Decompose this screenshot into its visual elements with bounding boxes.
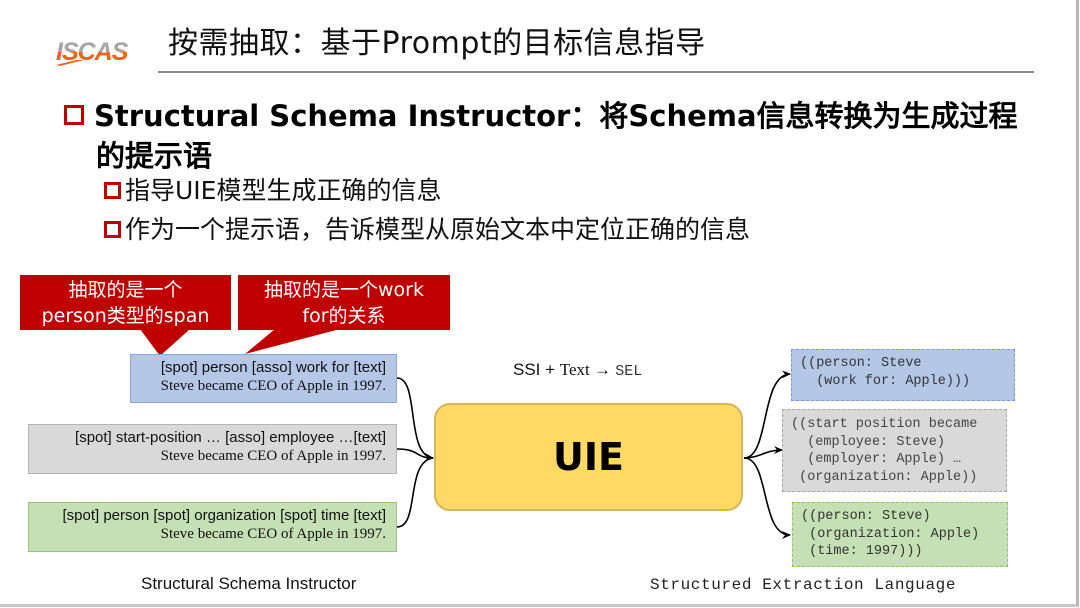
- sub-bullet-text: 作为一个提示语，告诉模型从原始文本中定位正确的信息: [125, 215, 751, 244]
- title-divider: [158, 71, 1034, 73]
- main-bullet-text: Structural Schema Instructor：将Schema信息转换…: [94, 99, 1018, 133]
- square-bullet-icon: [64, 105, 84, 125]
- main-bullet-continuation: 的提示语: [96, 139, 213, 173]
- callout-person-span: 抽取的是一个 person类型的span: [20, 275, 231, 330]
- ssi-text: Steve became CEO of Apple in 1997.: [160, 448, 386, 464]
- callout-line: 抽取的是一个: [68, 279, 183, 301]
- ssi-schema: [spot] person [spot] organization [spot]…: [62, 507, 386, 524]
- uie-model-box: UIE: [434, 403, 743, 511]
- ssi-box-relation: [spot] person [asso] work for [text] Ste…: [130, 354, 397, 403]
- sub-bullet: 指导UIE模型生成正确的信息: [104, 174, 441, 208]
- ssi-caption: Structural Schema Instructor: [141, 574, 357, 593]
- iscas-logo: ISCAS ISCAS: [56, 38, 130, 66]
- sel-box-event: ((start position became (employee: Steve…: [782, 409, 1007, 492]
- ssi-box-entity: [spot] person [spot] organization [spot]…: [28, 502, 397, 552]
- formula-label: SSI + Text → SEL: [513, 360, 642, 380]
- formula-text: Text →: [559, 360, 616, 379]
- sel-box-relation: ((person: Steve (work for: Apple))): [791, 349, 1015, 401]
- formula-ssi: SSI +: [513, 360, 560, 379]
- svg-text:ISCAS: ISCAS: [56, 38, 129, 66]
- ssi-text: Steve became CEO of Apple in 1997.: [160, 378, 386, 394]
- sub-bullet-text: 指导UIE模型生成正确的信息: [125, 176, 442, 205]
- main-bullet: Structural Schema Instructor：将Schema信息转换…: [64, 96, 1018, 136]
- callout-line: for的关系: [302, 305, 386, 327]
- ssi-schema: [spot] start-position … [asso] employee …: [75, 429, 386, 446]
- svg-text:ISCAS: ISCAS: [56, 38, 129, 66]
- page-title: 按需抽取：基于Prompt的目标信息指导: [168, 26, 706, 61]
- sel-caption: Structured Extraction Language: [650, 576, 957, 594]
- uie-label: UIE: [553, 435, 624, 479]
- sel-box-entity: ((person: Steve) (organization: Apple) (…: [792, 502, 1008, 567]
- ssi-text: Steve became CEO of Apple in 1997.: [160, 526, 386, 542]
- ssi-schema: [spot] person [asso] work for [text]: [160, 359, 386, 376]
- callout-work-for-relation: 抽取的是一个work for的关系: [238, 275, 450, 330]
- formula-sel: SEL: [615, 363, 643, 380]
- square-bullet-icon: [104, 182, 121, 199]
- callout-line: person类型的span: [41, 305, 210, 327]
- ssi-box-event: [spot] start-position … [asso] employee …: [28, 424, 397, 474]
- callout-line: 抽取的是一个work: [264, 279, 424, 301]
- square-bullet-icon: [104, 221, 121, 238]
- sub-bullet: 作为一个提示语，告诉模型从原始文本中定位正确的信息: [104, 213, 750, 247]
